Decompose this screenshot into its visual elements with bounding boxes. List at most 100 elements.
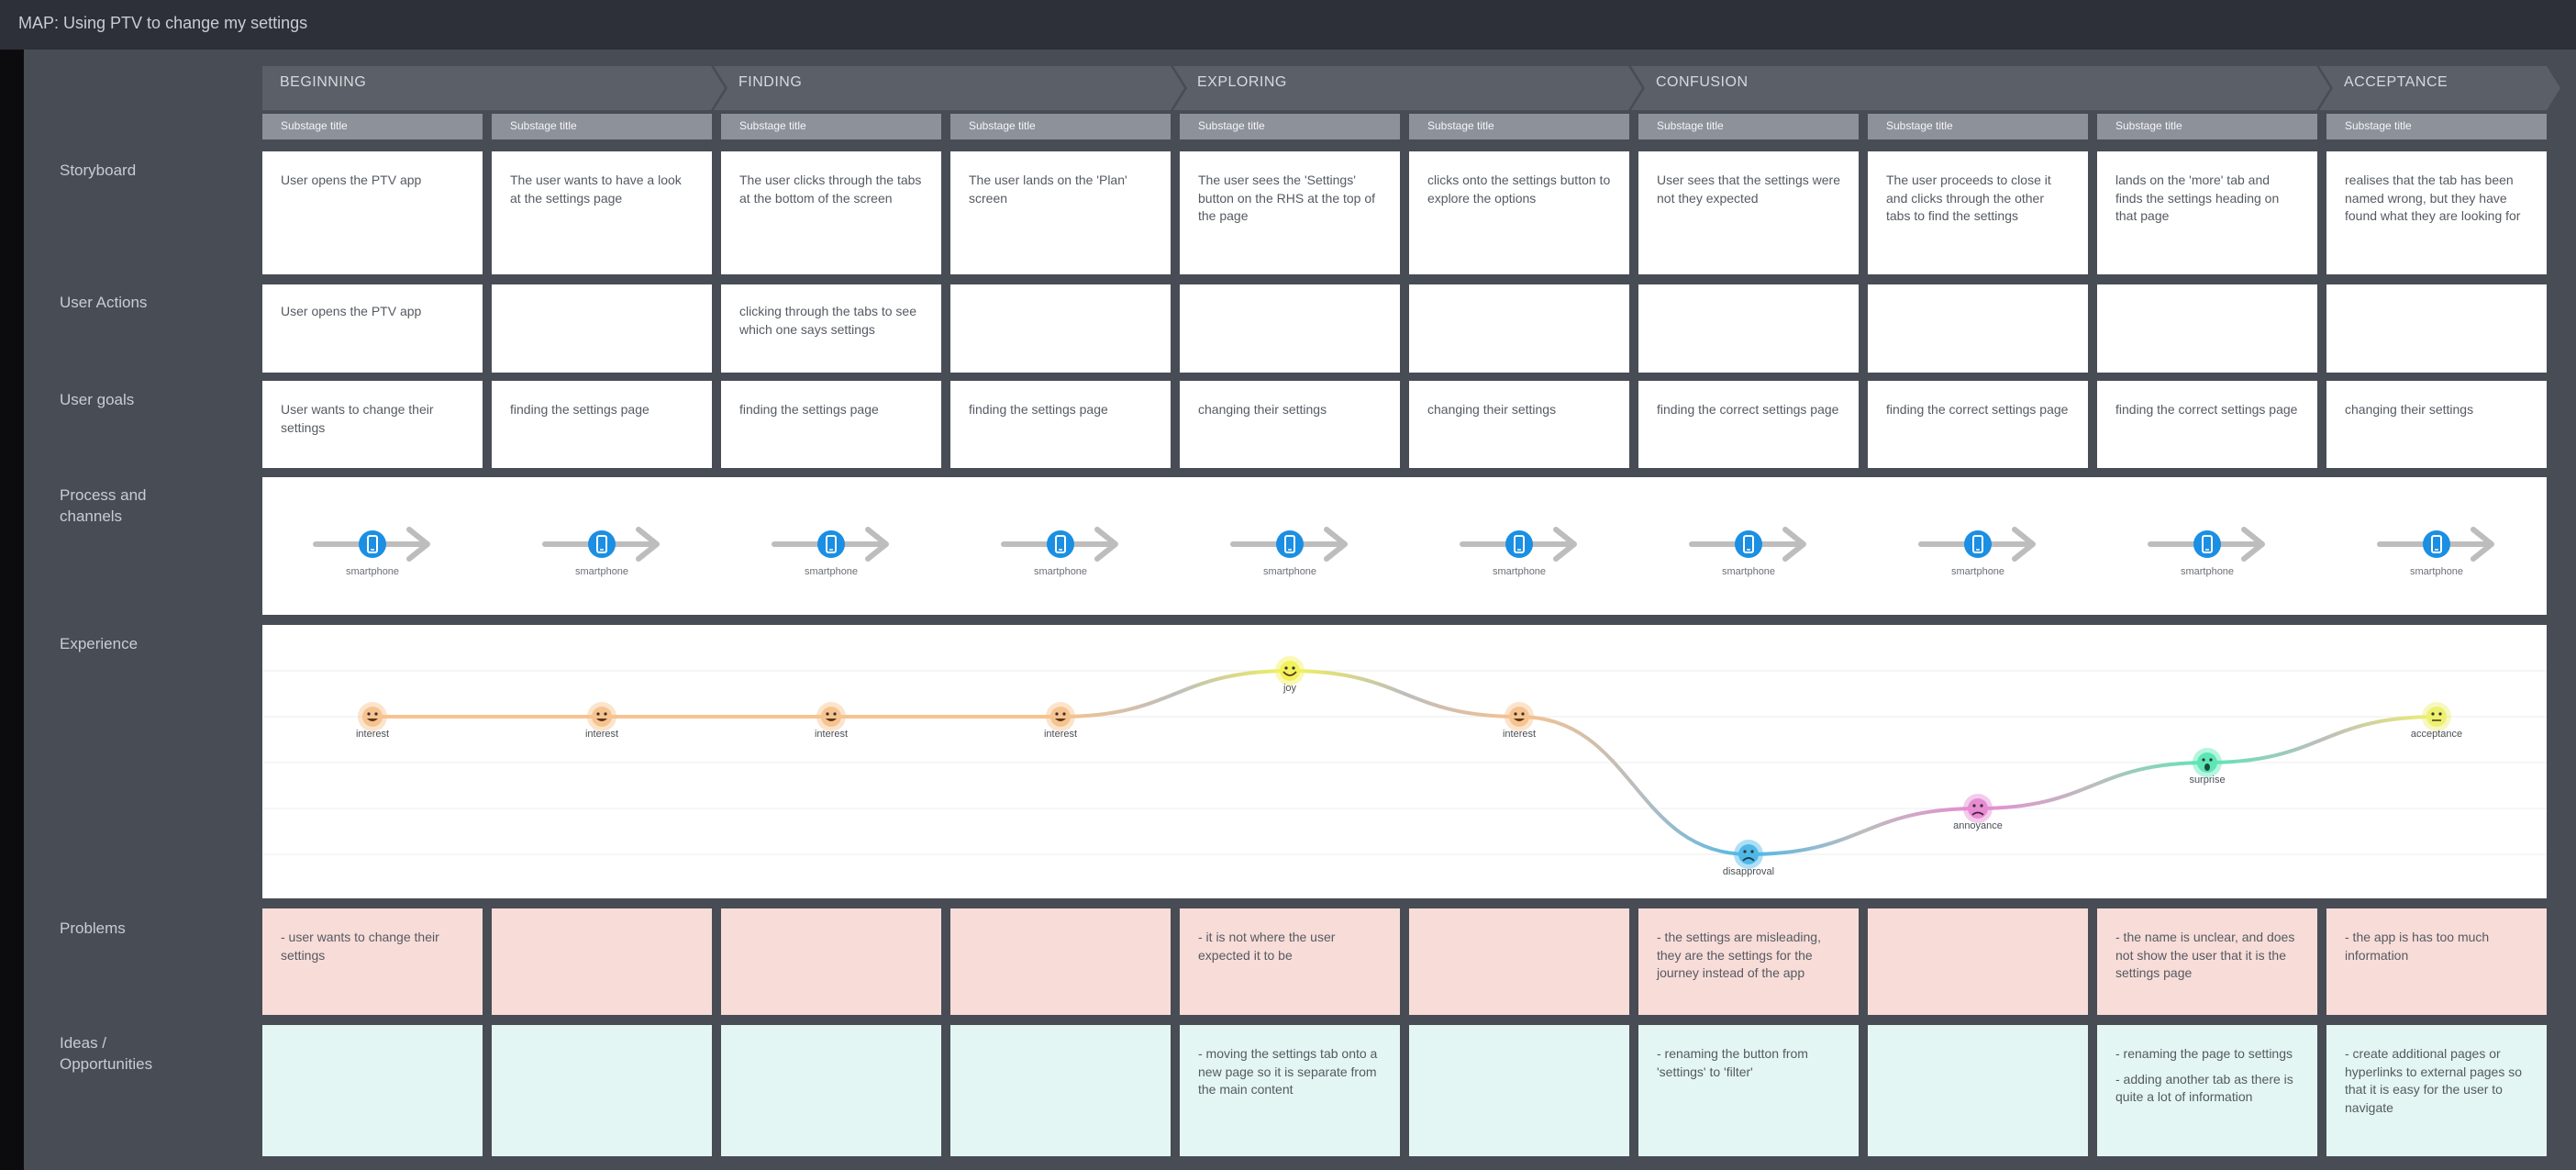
user-action-card[interactable] [1638, 284, 1859, 373]
idea-card[interactable] [262, 1025, 483, 1156]
interest-face-icon[interactable] [586, 701, 617, 732]
storyboard-card[interactable]: The user wants to have a look at the set… [492, 151, 712, 274]
channel-label: smartphone [345, 566, 400, 577]
storyboard-card[interactable]: clicks onto the settings button to explo… [1409, 151, 1629, 274]
user-goal-card[interactable]: User wants to change their settings [262, 381, 483, 468]
user-goal-card[interactable]: finding the settings page [492, 381, 712, 468]
stage-label-finding: FINDING [738, 74, 803, 90]
substage-title[interactable]: Substage title [950, 114, 1171, 139]
channel-arrow [772, 527, 889, 562]
channel-label: smartphone [1033, 566, 1088, 577]
problem-card[interactable]: - it is not where the user expected it t… [1180, 908, 1400, 1015]
user-action-card[interactable] [1868, 284, 2088, 373]
user-goal-card[interactable]: finding the correct settings page [2097, 381, 2317, 468]
idea-card[interactable] [721, 1025, 941, 1156]
emotion-label: surprise [2189, 774, 2226, 786]
idea-card[interactable]: - create additional pages or hyperlinks … [2326, 1025, 2547, 1156]
cell-text: clicks onto the settings button to explo… [1427, 173, 1611, 206]
user-goal-card[interactable]: changing their settings [1180, 381, 1400, 468]
idea-card[interactable] [492, 1025, 712, 1156]
cell-text: realises that the tab has been named wro… [2345, 173, 2521, 223]
stage-chevron-finding[interactable] [714, 66, 1184, 110]
user-action-card[interactable] [492, 284, 712, 373]
substage-title[interactable]: Substage title [1638, 114, 1859, 139]
cell-text: changing their settings [1198, 402, 1327, 417]
substage-title[interactable]: Substage title [1868, 114, 2088, 139]
cell-text: finding the correct settings page [1657, 402, 1839, 417]
idea-card[interactable] [1868, 1025, 2088, 1156]
user-goal-card[interactable]: changing their settings [1409, 381, 1629, 468]
stage-chevron-confusion[interactable] [1631, 66, 2330, 110]
storyboard-card[interactable]: The user lands on the 'Plan' screen [950, 151, 1171, 274]
acceptance-face-icon[interactable] [2421, 701, 2452, 732]
channel-arrow [2148, 527, 2265, 562]
substage-title[interactable]: Substage title [262, 114, 483, 139]
storyboard-card[interactable]: User sees that the settings were not the… [1638, 151, 1859, 274]
interest-face-icon[interactable] [1504, 701, 1535, 732]
interest-face-icon[interactable] [816, 701, 847, 732]
problem-card[interactable] [721, 908, 941, 1015]
storyboard-card[interactable]: The user sees the 'Settings' button on t… [1180, 151, 1400, 274]
substage-title[interactable]: Substage title [1180, 114, 1400, 139]
substage-title[interactable]: Substage title [721, 114, 941, 139]
user-goal-card[interactable]: finding the settings page [721, 381, 941, 468]
user-action-card[interactable]: User opens the PTV app [262, 284, 483, 373]
stage-chevron-beginning[interactable] [262, 66, 725, 110]
disapproval-face-icon[interactable] [1733, 839, 1764, 870]
annoyance-face-icon[interactable] [1962, 793, 1993, 824]
user-action-card[interactable]: clicking through the tabs to see which o… [721, 284, 941, 373]
substage-title[interactable]: Substage title [1409, 114, 1629, 139]
cell-text: changing their settings [2345, 402, 2474, 417]
idea-card[interactable] [1409, 1025, 1629, 1156]
idea-card[interactable]: - renaming the button from 'settings' to… [1638, 1025, 1859, 1156]
user-action-card[interactable] [1180, 284, 1400, 373]
row-label-storyboard: Storyboard [60, 162, 137, 179]
smartphone-icon [2202, 535, 2213, 553]
experience-curve-segment [2206, 715, 2437, 764]
channel-label: smartphone [1721, 566, 1776, 577]
problem-card[interactable] [492, 908, 712, 1015]
stage-chevron-exploring[interactable] [1173, 66, 1642, 110]
interest-face-icon[interactable] [1045, 701, 1076, 732]
user-action-card[interactable] [2097, 284, 2317, 373]
interest-face-icon[interactable] [357, 701, 388, 732]
user-goal-card[interactable]: finding the correct settings page [1638, 381, 1859, 468]
idea-card[interactable]: - renaming the page to settings- adding … [2097, 1025, 2317, 1156]
channel-dot [1505, 530, 1533, 558]
problem-card[interactable] [1868, 908, 2088, 1015]
stage-chevron-acceptance[interactable] [2319, 66, 2560, 110]
problem-card[interactable]: - user wants to change their settings [262, 908, 483, 1015]
problem-card[interactable]: - the app is has too much information [2326, 908, 2547, 1015]
storyboard-card[interactable]: The user proceeds to close it and clicks… [1868, 151, 2088, 274]
emotion-label: interest [355, 729, 390, 740]
user-goal-card[interactable]: finding the settings page [950, 381, 1171, 468]
storyboard-card[interactable]: realises that the tab has been named wro… [2326, 151, 2547, 274]
channel-dot [1735, 530, 1762, 558]
idea-card[interactable] [950, 1025, 1171, 1156]
surprise-face-icon[interactable] [2192, 747, 2223, 778]
substage-title[interactable]: Substage title [2326, 114, 2547, 139]
storyboard-card[interactable]: The user clicks through the tabs at the … [721, 151, 941, 274]
channel-label: smartphone [1262, 566, 1317, 577]
stage-label-confusion: CONFUSION [1656, 74, 1749, 90]
user-action-card[interactable] [2326, 284, 2547, 373]
problem-card[interactable] [1409, 908, 1629, 1015]
storyboard-card[interactable]: User opens the PTV app [262, 151, 483, 274]
emotion-label: annoyance [1953, 820, 2003, 831]
problem-card[interactable] [950, 908, 1171, 1015]
problem-card[interactable]: - the settings are misleading, they are … [1638, 908, 1859, 1015]
channel-arrow [1689, 527, 1806, 562]
user-goal-card[interactable]: changing their settings [2326, 381, 2547, 468]
channel-label: smartphone [1492, 566, 1547, 577]
user-action-card[interactable] [1409, 284, 1629, 373]
cell-text: finding the settings page [510, 402, 650, 417]
substage-title[interactable]: Substage title [492, 114, 712, 139]
substage-title[interactable]: Substage title [2097, 114, 2317, 139]
idea-card[interactable]: - moving the settings tab onto a new pag… [1180, 1025, 1400, 1156]
user-action-card[interactable] [950, 284, 1171, 373]
joy-face-icon[interactable] [1274, 655, 1305, 686]
problem-card[interactable]: - the name is unclear, and does not show… [2097, 908, 2317, 1015]
user-goal-card[interactable]: finding the correct settings page [1868, 381, 2088, 468]
cell-text: User wants to change their settings [281, 402, 434, 435]
storyboard-card[interactable]: lands on the 'more' tab and finds the se… [2097, 151, 2317, 274]
